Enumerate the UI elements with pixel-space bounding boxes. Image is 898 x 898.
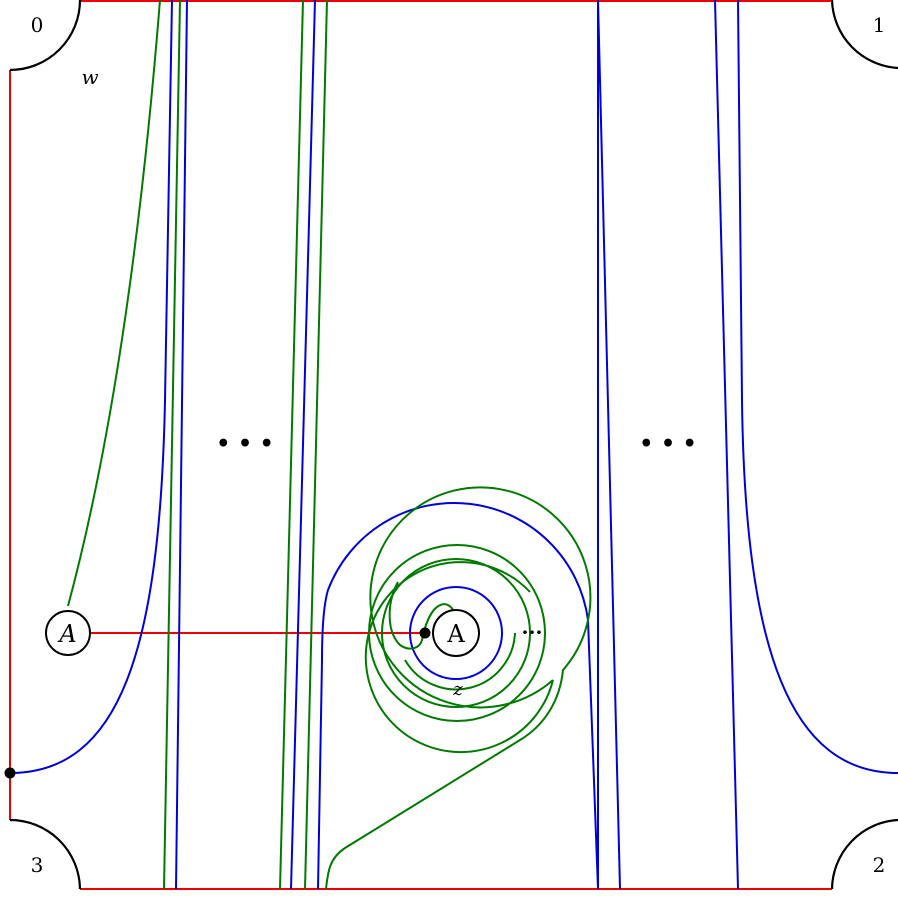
blue-curve-5 xyxy=(714,0,739,890)
ellipsis-left: • • • xyxy=(216,431,274,457)
corner-label-2: 2 xyxy=(873,853,886,877)
green-curve-2 xyxy=(279,0,304,890)
green-curves xyxy=(67,0,592,890)
disk-left-circle xyxy=(45,610,91,656)
disk-left-label: A xyxy=(57,620,76,648)
green-spiral-ring-2 xyxy=(380,558,531,708)
corner-arc-1 xyxy=(830,0,898,70)
corner-arcs xyxy=(9,0,898,890)
corner-arc-2 xyxy=(830,818,898,890)
corner-arc-0 xyxy=(9,0,82,72)
corner-label-0: 0 xyxy=(31,13,44,37)
green-spiral-outer xyxy=(325,486,592,890)
blue-circle-center xyxy=(409,586,503,680)
blue-curve-1 xyxy=(175,0,188,890)
blue-curve-right-hook xyxy=(737,0,898,774)
blue-curve-4 xyxy=(597,0,621,890)
green-spiral-ring-1 xyxy=(367,544,546,722)
ellipsis-right: • • • xyxy=(639,431,697,457)
disk-center-circle xyxy=(432,609,480,657)
blue-curve-left-hook xyxy=(9,0,173,774)
green-curve-1 xyxy=(163,0,181,890)
corner-arc-3 xyxy=(9,818,82,890)
blue-curve-2 xyxy=(290,0,316,890)
red-boundary xyxy=(9,0,832,890)
disk-center: A xyxy=(432,609,480,657)
basepoint-dot-left xyxy=(4,767,16,779)
basepoint-dot-center xyxy=(419,627,431,639)
green-spiral-inner xyxy=(404,632,516,691)
green-spiral-2 xyxy=(364,561,554,754)
disk-center-label: A xyxy=(446,620,465,648)
corner-label-3: 3 xyxy=(31,853,44,877)
green-curve-left xyxy=(67,0,161,607)
corner-label-1: 1 xyxy=(873,13,886,37)
basepoint-label-w: w xyxy=(81,65,98,89)
disk-left: A xyxy=(45,610,91,656)
blue-curves xyxy=(9,0,898,890)
ellipsis-spiral: ··· xyxy=(522,620,543,644)
basepoint-label-z: z xyxy=(452,679,463,700)
green-spiral-hook xyxy=(388,581,455,650)
green-curve-3 xyxy=(304,0,328,890)
